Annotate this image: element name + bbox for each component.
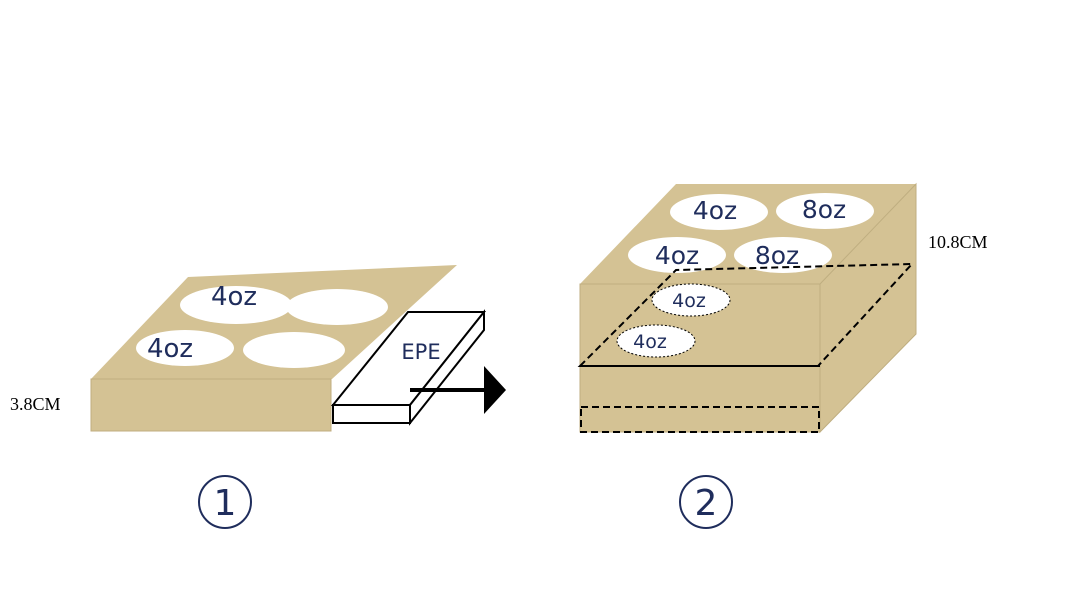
box2-inner-hole-1 — [651, 283, 731, 317]
box1-hole-4 — [243, 332, 345, 368]
box1-hole-label-3: 4oz — [147, 334, 193, 364]
figure-2: 4oz 8oz 4oz 8oz 4oz 4oz 10.8CM 2 — [577, 182, 988, 529]
epe-insert-front — [332, 404, 411, 424]
box2-inner-hole-label-2: 4oz — [633, 331, 667, 353]
box1-height-label: 3.8CM — [10, 394, 61, 414]
box2-hole-label-3: 4oz — [655, 241, 699, 270]
epe-label: EPE — [401, 340, 440, 364]
step-1-number: 1 — [214, 483, 237, 524]
step-1-badge — [198, 475, 252, 529]
box2-height-label: 10.8CM — [928, 232, 988, 252]
box2-inner-hole-2 — [616, 324, 696, 358]
box2-hole-2 — [776, 193, 874, 229]
figure-1: 4oz 4oz EPE 3.8CM 1 — [10, 265, 506, 529]
box1-hole-2 — [286, 289, 388, 325]
box2-hole-label-4: 8oz — [755, 241, 799, 270]
step-2-number: 2 — [695, 483, 718, 524]
box2-hole-1 — [670, 194, 768, 230]
box2-hole-label-2: 8oz — [802, 195, 846, 224]
step-2-badge — [679, 475, 733, 529]
box2-hole-3 — [628, 237, 726, 273]
box1-hole-3 — [136, 330, 234, 366]
box2-hole-4 — [734, 237, 832, 273]
box2-inner-hole-label-1: 4oz — [672, 290, 706, 312]
box1-hole-1 — [180, 286, 292, 324]
box2-side-face — [819, 182, 917, 434]
box2-hole-label-1: 4oz — [693, 196, 737, 225]
box1-front-face — [90, 378, 332, 432]
slide-out-arrow-icon — [410, 366, 506, 414]
box1-hole-label-1: 4oz — [211, 282, 257, 312]
